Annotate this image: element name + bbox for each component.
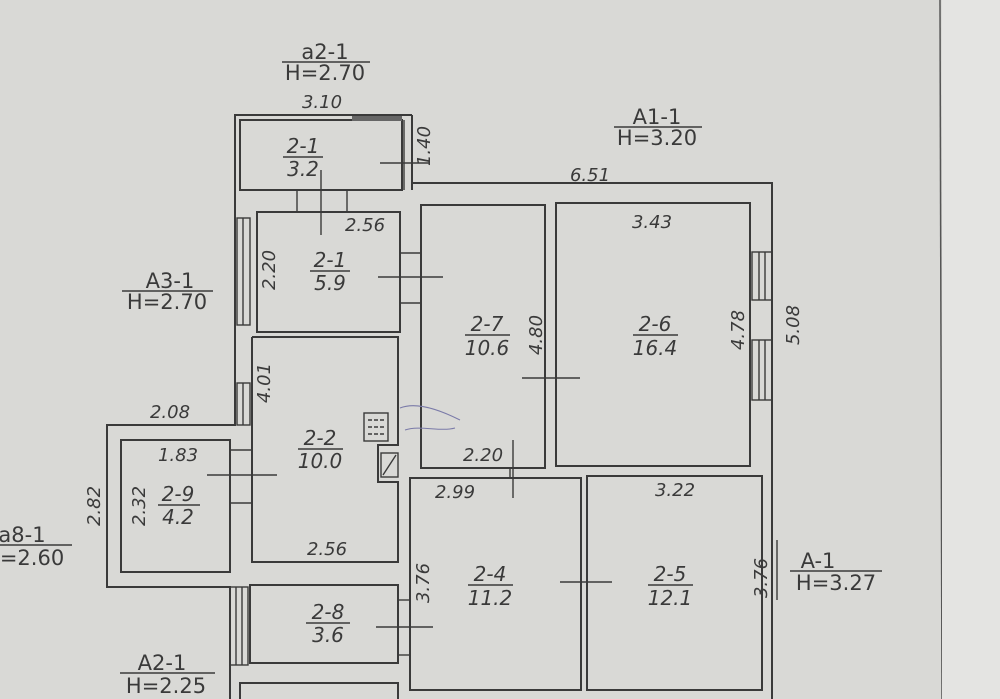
section-labels: a2-1H=2.70 A1-1H=3.20 A3-1H=2.70 a8-1=2.… bbox=[0, 40, 882, 698]
plan-text: 2.56 bbox=[307, 539, 347, 560]
chimney-icon bbox=[380, 452, 399, 478]
pen-scribble bbox=[399, 405, 461, 431]
plan-text: 12.1 bbox=[648, 586, 693, 610]
plan-text: 2-6 bbox=[639, 312, 672, 336]
plan-text: 2.08 bbox=[150, 402, 190, 423]
plan-text: H=2.70 bbox=[127, 290, 207, 314]
plan-text: 3.76 bbox=[413, 563, 434, 603]
plan-text: 3.6 bbox=[312, 623, 344, 647]
plan-text: H=2.25 bbox=[126, 674, 206, 698]
section-label: a2-1H=2.70 bbox=[282, 40, 370, 85]
room-label: 2-15.9 bbox=[310, 248, 350, 295]
plan-text: A2-1 bbox=[138, 651, 187, 675]
plan-text: 1.40 bbox=[414, 126, 435, 166]
plan-text: A-1 bbox=[801, 549, 836, 573]
plan-text: 5.08 bbox=[783, 305, 804, 345]
dimension-labels: 3.10 1.40 6.51 2.56 2.20 3.43 4.80 4.78 … bbox=[84, 92, 804, 603]
plan-text: 2-1 bbox=[287, 134, 320, 158]
plan-text: 11.2 bbox=[468, 586, 513, 610]
plan-text: 2-2 bbox=[304, 426, 337, 450]
plan-text: 6.51 bbox=[570, 165, 610, 186]
room-label: 2-616.4 bbox=[633, 312, 678, 360]
section-label: a8-1=2.60 bbox=[0, 523, 72, 570]
plan-text: 2-5 bbox=[654, 562, 687, 586]
plan-text: a8-1 bbox=[0, 523, 46, 547]
plan-text: 10.0 bbox=[298, 449, 343, 473]
plan-text: A1-1 bbox=[633, 105, 682, 129]
plan-text: 4.78 bbox=[728, 310, 749, 350]
plan-text: 2.99 bbox=[435, 482, 475, 503]
plan-text: A3-1 bbox=[146, 269, 195, 293]
room-labels: 2-13.2 2-15.9 2-710.6 2-616.4 2-210.0 2-… bbox=[158, 134, 693, 647]
plan-text: 3.10 bbox=[302, 92, 342, 113]
plan-text: a2-1 bbox=[301, 40, 348, 64]
plan-text: 2.32 bbox=[129, 486, 150, 526]
room-label: 2-210.0 bbox=[298, 426, 343, 473]
plan-text: 2-1 bbox=[314, 248, 347, 272]
section-label: A1-1H=3.20 bbox=[614, 105, 702, 150]
plan-text: 5.9 bbox=[314, 271, 346, 295]
plan-text: 4.01 bbox=[254, 363, 275, 403]
room-label: 2-83.6 bbox=[306, 600, 350, 647]
room-label: 2-94.2 bbox=[158, 482, 200, 529]
plan-text: 2-7 bbox=[471, 312, 504, 336]
stove-icon bbox=[363, 412, 389, 442]
plan-text: 3.76 bbox=[751, 558, 772, 598]
room-label: 2-512.1 bbox=[648, 562, 693, 610]
plan-text: 2-8 bbox=[312, 600, 345, 624]
plan-text: 3.22 bbox=[655, 480, 695, 501]
plan-text: 2-4 bbox=[474, 562, 507, 586]
section-label: A3-1H=2.70 bbox=[122, 269, 213, 314]
plan-text: 2.82 bbox=[84, 486, 105, 526]
sheet-border bbox=[939, 0, 943, 699]
plan-text: H=3.20 bbox=[617, 126, 697, 150]
section-label: A2-1H=2.25 bbox=[120, 651, 215, 698]
room-label: 2-13.2 bbox=[283, 134, 323, 181]
windows bbox=[229, 116, 773, 666]
plan-text: 2.20 bbox=[463, 445, 503, 466]
plan-text: 3.43 bbox=[632, 212, 672, 233]
room-outlines bbox=[120, 119, 763, 699]
section-label: A-1H=3.27 bbox=[790, 549, 882, 595]
plan-text: 1.83 bbox=[158, 445, 198, 466]
room-label: 2-411.2 bbox=[468, 562, 513, 610]
plan-text: 10.6 bbox=[465, 336, 510, 360]
plan-text: 4.80 bbox=[526, 315, 547, 355]
sheet-margin bbox=[942, 0, 1000, 699]
plan-text: H=3.27 bbox=[796, 571, 876, 595]
doors bbox=[230, 190, 511, 656]
plan-text: =2.60 bbox=[0, 546, 64, 570]
dimension-ticks bbox=[207, 162, 778, 628]
plan-text: 2.56 bbox=[345, 215, 385, 236]
plan-text: 2-9 bbox=[162, 482, 195, 506]
plan-text: 2.20 bbox=[259, 250, 280, 290]
room-label: 2-710.6 bbox=[465, 312, 510, 360]
plan-text: H=2.70 bbox=[285, 61, 365, 85]
plan-text: 4.2 bbox=[162, 505, 194, 529]
plan-text: 3.2 bbox=[287, 157, 319, 181]
plan-text: 16.4 bbox=[633, 336, 678, 360]
